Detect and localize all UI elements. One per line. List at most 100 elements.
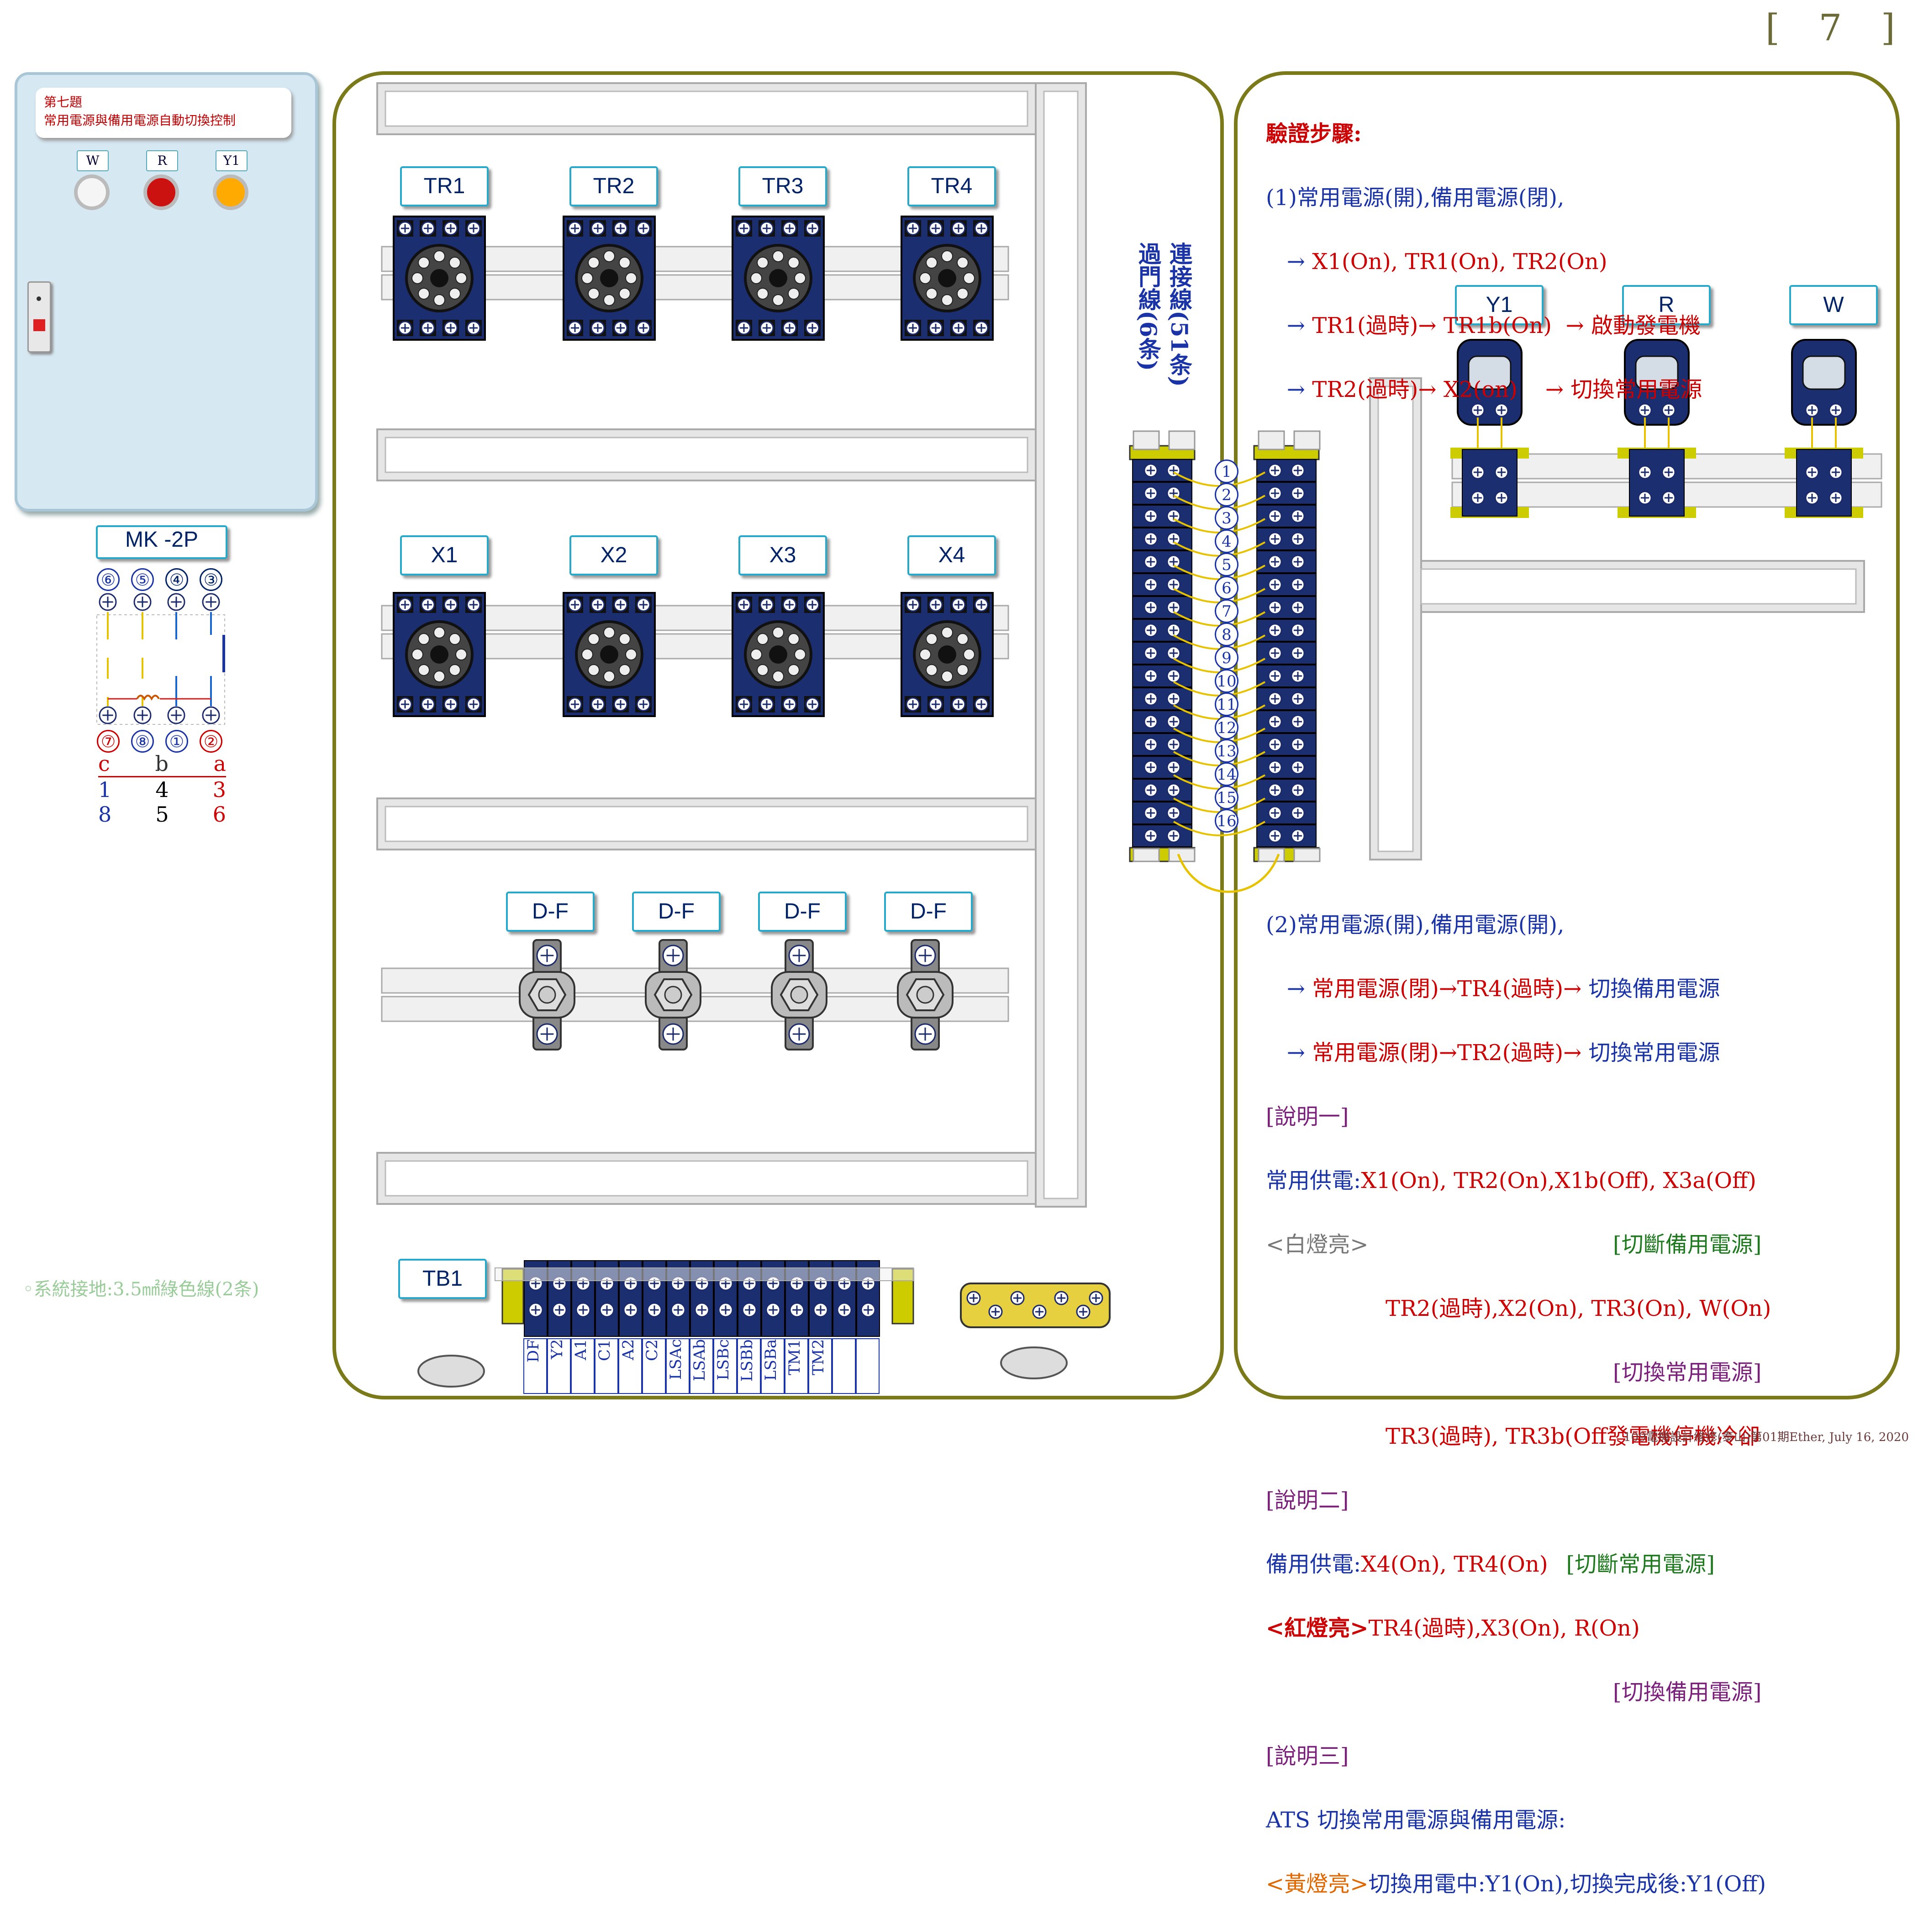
connect-wire-label: 連接線(51条) <box>1163 242 1196 416</box>
screw-icon <box>536 945 558 966</box>
door-wire-count: 過門線(6条) <box>1135 242 1162 371</box>
ground-note: ◦系統接地:3.5㎟綠色線(2条) <box>23 1279 259 1300</box>
screw-icon <box>1268 646 1282 660</box>
step-1c-arrow: → <box>1266 377 1305 402</box>
note-3b: 切換用電中:Y1(On),切換完成後:Y1(Off) <box>1368 1871 1766 1897</box>
screw-icon <box>647 1302 662 1318</box>
screw-icon <box>613 321 628 335</box>
relay-pin <box>794 649 806 660</box>
note-2a-label: 備用供電: <box>1266 1552 1361 1577</box>
relay-pin <box>926 287 938 300</box>
screw-icon <box>928 597 943 612</box>
screw-icon <box>914 1023 936 1045</box>
screw-icon <box>782 221 797 236</box>
screw-icon <box>1166 532 1181 546</box>
contact-c: c <box>98 751 110 776</box>
screw-icon <box>1828 465 1843 480</box>
step-1a: X1(On), TR1(On), TR2(On) <box>1305 249 1607 274</box>
screw-icon <box>398 221 412 236</box>
connect-wire-count: 連接線(51条) <box>1166 242 1193 387</box>
screw-icon <box>1143 692 1158 706</box>
relay-center <box>430 269 448 287</box>
screw-icon <box>1143 783 1158 797</box>
relay-center <box>600 645 618 664</box>
screw-icon <box>1268 532 1282 546</box>
pilot-lamp-lens <box>1468 355 1512 390</box>
screw-icon <box>951 321 966 335</box>
screw-icon <box>1291 463 1305 478</box>
terminal-block <box>1256 710 1317 733</box>
screw-icon <box>1166 600 1181 615</box>
screw-icon <box>1291 737 1305 752</box>
screw-icon <box>443 221 458 236</box>
note-2b: TR4(過時),X3(On), R(On) <box>1368 1615 1640 1641</box>
screw-icon <box>590 597 605 612</box>
relay-pin <box>618 633 631 645</box>
relay-pin <box>581 272 593 284</box>
relay-pin <box>581 649 593 660</box>
relay-pin <box>963 272 975 284</box>
note-2-title: [說明二] <box>1266 1488 1349 1513</box>
fuse-center <box>664 986 682 1004</box>
terminal-block <box>1132 687 1192 710</box>
note-3a: ATS 切換常用電源與備用電源: <box>1266 1807 1566 1833</box>
screw-icon <box>99 593 117 611</box>
screw-icon <box>552 1302 567 1318</box>
wire-number: 16 <box>1215 809 1238 833</box>
relay-socket-tr <box>563 216 656 341</box>
screw-icon <box>906 221 920 236</box>
screw-icon <box>1143 600 1158 615</box>
door-lamp-tag-y1: Y1 <box>1455 285 1544 325</box>
relay-pin <box>618 257 631 269</box>
terminal-tab <box>1168 848 1196 862</box>
screw-icon <box>662 945 684 966</box>
df-tag-2: D-F <box>632 892 721 932</box>
white-lamp <box>74 174 110 210</box>
screw-icon <box>974 697 989 712</box>
screw-icon <box>951 597 966 612</box>
relay-tag-x1: X1 <box>400 535 489 575</box>
verification-notes: (2)常用電源(開),備用電源(開), → 常用電源(閉)→TR4(過時)→ 切… <box>1266 877 1771 1932</box>
screw-icon <box>805 697 820 712</box>
screw-icon <box>788 1023 810 1045</box>
screw-icon <box>1054 1291 1069 1305</box>
tb1-label: C1 <box>595 1338 618 1394</box>
note-1a-label: 常用供電: <box>1266 1168 1361 1193</box>
screw-icon <box>974 221 989 236</box>
screw-icon <box>1268 463 1282 478</box>
screw-icon <box>1166 829 1181 843</box>
screw-icon <box>590 697 605 712</box>
screw-icon <box>613 221 628 236</box>
screw-icon <box>421 221 435 236</box>
screw-icon <box>737 221 751 236</box>
selector-switch[interactable] <box>27 281 51 353</box>
wire-number: 15 <box>1215 786 1238 809</box>
contact-a-pin1: 3 <box>212 777 226 802</box>
screw-icon <box>1143 532 1158 546</box>
relay-pin <box>625 272 637 284</box>
relay-center <box>600 269 618 287</box>
relay-pin <box>618 664 631 676</box>
mk2p-outline <box>96 614 225 725</box>
relay-socket-x <box>901 592 994 717</box>
screw-icon <box>1470 403 1485 417</box>
step-2a-end: 切換備用電源 <box>1581 976 1720 1002</box>
relay-pin <box>772 294 784 306</box>
terminal-block <box>1796 449 1852 517</box>
note-1d: [切換常用電源] <box>1613 1360 1762 1385</box>
terminal-block <box>1256 802 1317 824</box>
screw-icon <box>1805 403 1819 417</box>
note-3b-label: <黃燈亮> <box>1266 1871 1369 1897</box>
screw-icon <box>860 1302 876 1318</box>
relay-tag-x2: X2 <box>569 535 658 575</box>
note-1c: TR2(過時),X2(On), TR3(On), W(On) <box>1386 1296 1771 1321</box>
tb1-label <box>856 1338 880 1394</box>
relay-pin <box>941 294 953 306</box>
screw-icon <box>737 597 751 612</box>
screw-icon <box>443 597 458 612</box>
relay-pin <box>418 287 430 300</box>
pilot-lamp-y1 <box>1450 339 1529 518</box>
screw-icon <box>1143 760 1158 775</box>
wire-number: 8 <box>1215 623 1238 646</box>
wire-number: 11 <box>1215 692 1238 716</box>
